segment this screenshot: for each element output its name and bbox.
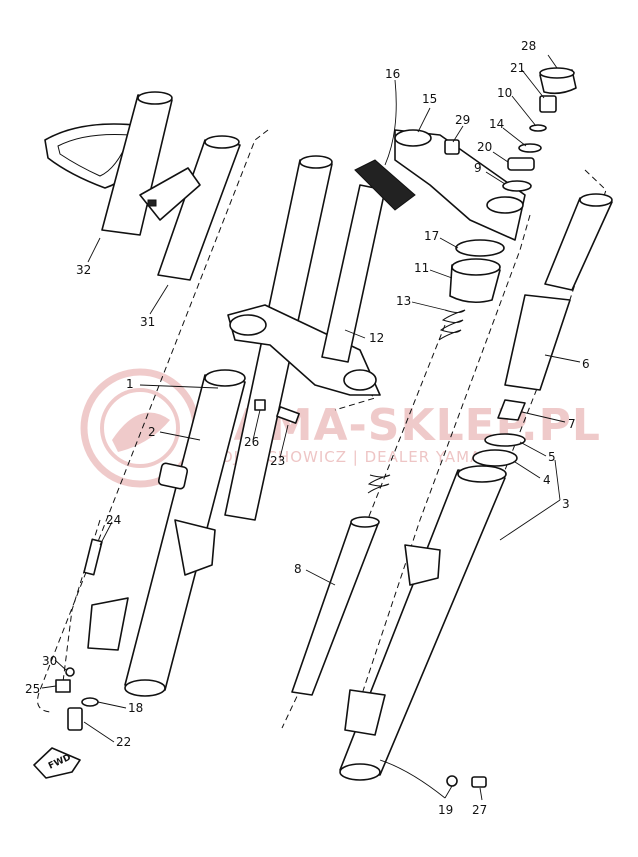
callout-20: 20 <box>477 140 492 154</box>
callout-30: 30 <box>42 654 57 668</box>
callout-26: 26 <box>244 435 259 449</box>
callout-24: 24 <box>106 513 121 527</box>
bearing-17 <box>455 239 505 257</box>
drain-bolt-22 <box>67 707 83 731</box>
callout-23: 23 <box>270 454 285 468</box>
callout-19: 19 <box>438 803 453 817</box>
callout-1: 1 <box>126 377 134 391</box>
washer-26 <box>254 399 266 411</box>
bolt-25 <box>55 679 71 693</box>
callout-18: 18 <box>128 701 143 715</box>
callout-29: 29 <box>455 113 470 127</box>
washer-10 <box>529 124 547 132</box>
right-fork-assembly <box>339 193 613 781</box>
fork-boot-6 <box>504 294 571 391</box>
watermark-subtitle: WOJCIECHOWICZ | DEALER YAMAHA <box>205 448 505 466</box>
washer-30 <box>65 667 75 677</box>
bearings <box>449 239 505 304</box>
inner-assembly-outline-b <box>359 214 531 701</box>
callout-4: 4 <box>543 473 551 487</box>
callout-17: 17 <box>424 229 439 243</box>
bolt-29 <box>444 139 460 155</box>
callout-3: 3 <box>562 497 570 511</box>
callout-32: 32 <box>76 263 91 277</box>
callout-5: 5 <box>548 450 556 464</box>
fasteners <box>55 399 487 788</box>
headlight-bracket-32 <box>44 91 173 236</box>
callout-15: 15 <box>422 92 437 106</box>
washer-18 <box>81 697 99 707</box>
callout-21: 21 <box>510 61 525 75</box>
callout-10: 10 <box>497 86 512 100</box>
under-bracket-12 <box>227 184 386 396</box>
bolt-23 <box>276 406 300 424</box>
cable-guide-16 <box>354 159 416 211</box>
callout-9: 9 <box>474 161 482 175</box>
callout-7: 7 <box>568 417 576 431</box>
callout-13: 13 <box>396 294 411 308</box>
washer-19 <box>446 775 458 787</box>
nut-21 <box>539 95 557 113</box>
callout-8: 8 <box>294 562 302 576</box>
seal-7 <box>497 399 526 421</box>
spring-13 <box>438 309 466 341</box>
callout-labels: 28 21 10 14 20 9 16 15 29 17 11 13 12 32… <box>25 39 590 817</box>
steering-hardware <box>444 67 577 192</box>
callout-28: 28 <box>521 39 536 53</box>
callout-27: 27 <box>472 803 487 817</box>
callout-11: 11 <box>414 261 429 275</box>
washer-9 <box>502 180 532 192</box>
callout-6: 6 <box>582 357 590 371</box>
upper-bracket-15 <box>354 129 526 241</box>
damper-rod-8 <box>291 474 391 696</box>
callout-14: 14 <box>489 117 504 131</box>
callout-16: 16 <box>385 67 400 81</box>
headlight-bracket-31 <box>139 135 241 281</box>
callout-12: 12 <box>369 331 384 345</box>
washer-14 <box>518 143 542 153</box>
ring-nut-20 <box>507 157 535 171</box>
forward-arrow-icon: FWD <box>33 747 81 779</box>
callout-31: 31 <box>140 315 155 329</box>
callout-25: 25 <box>25 682 40 696</box>
right-inner-tube <box>544 197 613 291</box>
callout-22: 22 <box>116 735 131 749</box>
bolt-27 <box>471 776 487 788</box>
callout-2: 2 <box>148 425 156 439</box>
clip-5 <box>484 433 526 447</box>
bolt-24 <box>83 538 103 576</box>
leader-lines <box>41 54 581 801</box>
left-assembly-outline <box>37 129 269 713</box>
oil-seal-4 <box>472 449 518 467</box>
